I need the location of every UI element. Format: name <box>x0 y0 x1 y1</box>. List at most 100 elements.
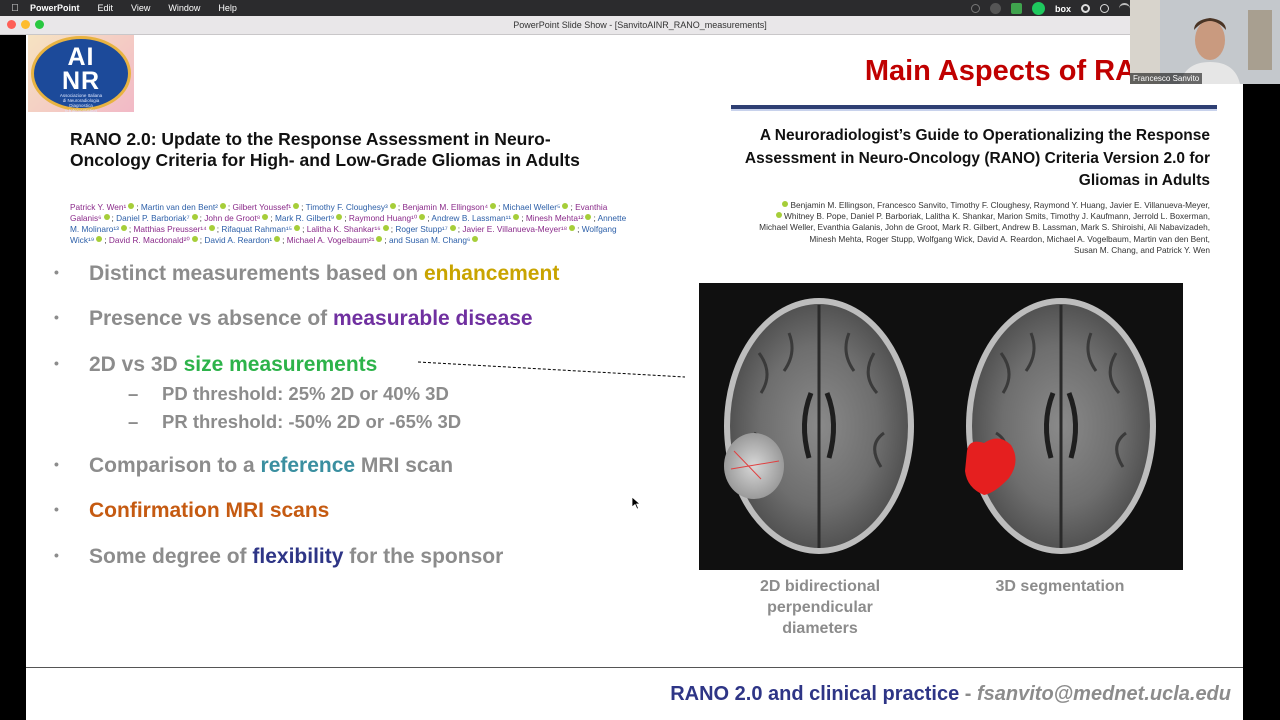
paper1-author: Martin van den Bent² <box>140 202 218 212</box>
author-separator: ; <box>136 202 141 212</box>
sync-icon[interactable] <box>1081 4 1090 13</box>
paper2-author-line: Minesh Mehta, Roger Stupp, Wolfgang Wick… <box>809 233 1210 244</box>
paper1-author: Benjamin M. Ellingson⁴ <box>402 202 489 212</box>
author-separator: ; <box>593 213 598 223</box>
footer-divider <box>26 667 1243 668</box>
orcid-icon <box>191 214 198 220</box>
highlight-flexibility: flexibility <box>252 545 344 568</box>
paper1-author: Michael Weller⁵ <box>502 202 561 212</box>
segmentation-mask <box>965 438 1016 495</box>
paper2-author-line: Michael Weller, Evanthia Galanis, John d… <box>759 222 1210 233</box>
bullet-dot: • <box>54 456 59 472</box>
close-window-button[interactable] <box>7 20 16 29</box>
webcam-participant-name: Francesco Sanvito <box>1130 73 1203 84</box>
paper1-author: Minesh Mehta¹² <box>525 213 584 223</box>
author-separator: ; <box>577 224 582 234</box>
orcid-icon <box>294 225 301 231</box>
orcid-icon <box>208 225 215 231</box>
bullet-enhancement: •Distinct measurements based on enhancem… <box>54 262 560 285</box>
window-title: PowerPoint Slide Show - [SanvitoAINR_RAN… <box>513 20 767 30</box>
right-brain-slice <box>965 298 1156 554</box>
author-separator: ; <box>302 224 307 234</box>
orcid-icon <box>336 214 343 220</box>
menu-app-powerpoint[interactable]: PowerPoint <box>30 3 80 13</box>
bullet-reference: •Comparison to a reference MRI scan <box>54 454 454 477</box>
paper1-author: Andrew B. Lassman¹¹ <box>431 213 512 223</box>
green-app-icon[interactable] <box>1010 3 1022 14</box>
record-icon[interactable] <box>1031 2 1045 15</box>
paper1-author: Annette M. Molinaro¹³ <box>70 213 627 234</box>
author-separator: ; <box>104 235 109 245</box>
paper1-author: John de Groot⁸ <box>204 213 261 223</box>
menu-edit[interactable]: Edit <box>97 3 114 13</box>
status-icons: box <box>970 2 1130 15</box>
paper1-author: Matthias Preusser¹⁴ <box>133 224 207 234</box>
bullet-dot: • <box>54 547 59 563</box>
author-separator: ; <box>344 213 349 223</box>
mouse-cursor-icon <box>631 496 641 510</box>
zoom-window-button[interactable] <box>35 20 44 29</box>
author-separator: ; <box>227 202 233 212</box>
minimize-window-button[interactable] <box>21 20 30 29</box>
bullet-flexibility: •Some degree of flexibility for the spon… <box>54 545 504 568</box>
paper1-author: David R. Macdonald²⁰ <box>108 235 190 245</box>
box-icon[interactable]: box <box>1054 3 1071 14</box>
paper1-author: Raymond Huang¹⁰ <box>348 213 418 223</box>
author-separator: ; <box>282 235 287 245</box>
paper1-author: Michael A. Vogelbaum²¹ <box>286 235 375 245</box>
bullet-dot: • <box>54 309 59 325</box>
orcid-icon <box>490 203 497 209</box>
wifi-off-icon[interactable] <box>1119 3 1130 14</box>
author-separator: ; <box>521 213 526 223</box>
paper2-authors: Benjamin M. Ellingson, Francesco Sanvito… <box>726 200 1210 256</box>
menu-help[interactable]: Help <box>218 3 237 13</box>
orcid-icon <box>219 203 226 209</box>
orcid-icon <box>782 201 789 207</box>
brain-mri-images <box>699 283 1183 570</box>
author-separator: ; <box>270 213 275 223</box>
orcid-icon <box>96 236 103 242</box>
highlight-confirmation: Confirmation MRI scans <box>89 499 330 522</box>
orcid-icon <box>382 225 389 231</box>
author-separator: ; <box>216 224 222 234</box>
bullet-dot: • <box>54 264 59 280</box>
highlight-size-measurements: size measurements <box>183 353 378 376</box>
history-icon[interactable] <box>1100 4 1109 13</box>
menu-view[interactable]: View <box>131 3 151 13</box>
bullet-measurable-disease: •Presence vs absence of measurable disea… <box>54 307 533 330</box>
orcid-icon <box>472 236 479 242</box>
orcid-icon <box>419 214 426 220</box>
author-separator: ; <box>457 224 463 234</box>
menu-window[interactable]: Window <box>168 3 201 13</box>
moon-icon[interactable] <box>970 4 980 13</box>
author-separator: ; <box>301 202 306 212</box>
author-separator: ; <box>199 213 205 223</box>
footer-email: fsanvito@mednet.ucla.edu <box>977 683 1231 705</box>
author-separator: ; <box>427 213 432 223</box>
globe-icon[interactable] <box>989 3 1001 14</box>
orcid-icon <box>562 203 569 209</box>
title-underline-accent <box>731 109 1217 111</box>
sub-bullet-pd-threshold: –PD threshold: 25% 2D or 40% 3D <box>128 383 449 404</box>
paper1-author: and Susan M. Chang⁶ <box>389 235 471 245</box>
paper2-author-line: Susan M. Chang, and Patrick Y. Wen <box>1073 244 1210 255</box>
orcid-icon <box>262 214 269 220</box>
author-separator: ; <box>384 235 390 245</box>
dashed-connector-line <box>418 361 686 378</box>
author-separator: ; <box>498 202 503 212</box>
footer-title: RANO 2.0 and clinical practice <box>670 683 960 705</box>
highlight-reference: reference <box>260 454 356 477</box>
apple-menu-icon[interactable]:  <box>0 3 30 14</box>
footer-separator: - <box>959 683 977 705</box>
sub-bullet-dash: – <box>128 383 139 404</box>
orcid-icon <box>120 225 127 231</box>
logo-subtitle: Associazione Italiana di Neuroradiologia… <box>59 93 103 113</box>
left-brain-slice <box>724 298 914 554</box>
paper1-author: Wolfgang Wick¹⁹ <box>70 224 617 245</box>
orcid-icon <box>191 236 198 242</box>
sub-bullet-pr-threshold: –PR threshold: -50% 2D or -65% 3D <box>128 411 462 432</box>
orcid-icon <box>274 236 281 242</box>
author-separator: ; <box>397 202 403 212</box>
